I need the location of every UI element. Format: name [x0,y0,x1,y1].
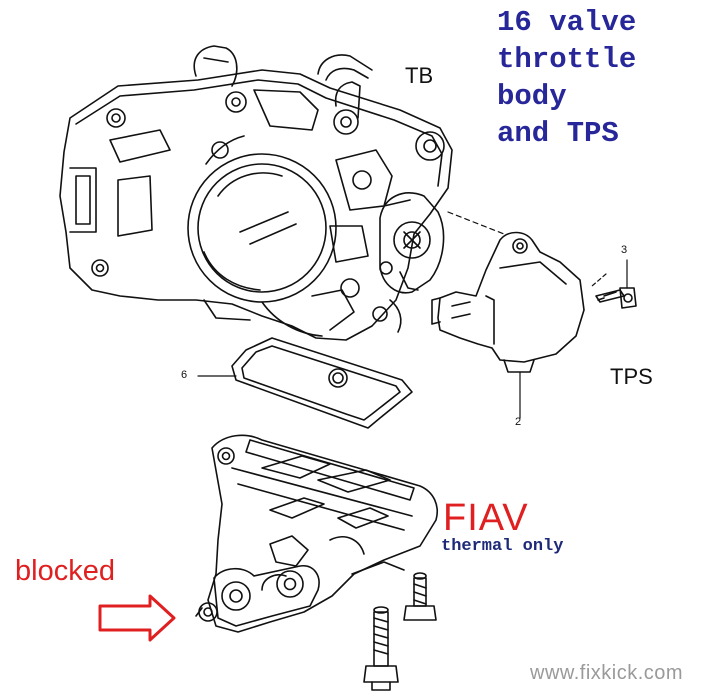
watermark: www.fixkick.com [530,662,684,684]
fiav-body-drawing [195,434,438,633]
title-line-4: and TPS [497,117,619,150]
tb-label: TB [405,63,434,88]
gasket-drawing [197,337,413,429]
callout-6: 6 [181,369,188,381]
title-line-3: body [497,80,567,113]
throttle-body-drawing [59,45,453,341]
title-line-2: throttle [497,43,637,76]
fiav-note: thermal only [441,537,564,556]
title-line-1: 16 valve [497,6,637,39]
tps-label: TPS [610,364,653,389]
fiav-label: FIAV [443,497,529,539]
blocked-arrow [98,594,176,642]
tps-sensor-drawing [431,211,637,419]
callout-2: 2 [515,416,522,428]
bolts-drawing [363,572,437,691]
diagram-title: 16 valve throttle body and TPS [497,4,636,152]
blocked-label: blocked [15,555,115,587]
callout-3: 3 [621,244,628,256]
